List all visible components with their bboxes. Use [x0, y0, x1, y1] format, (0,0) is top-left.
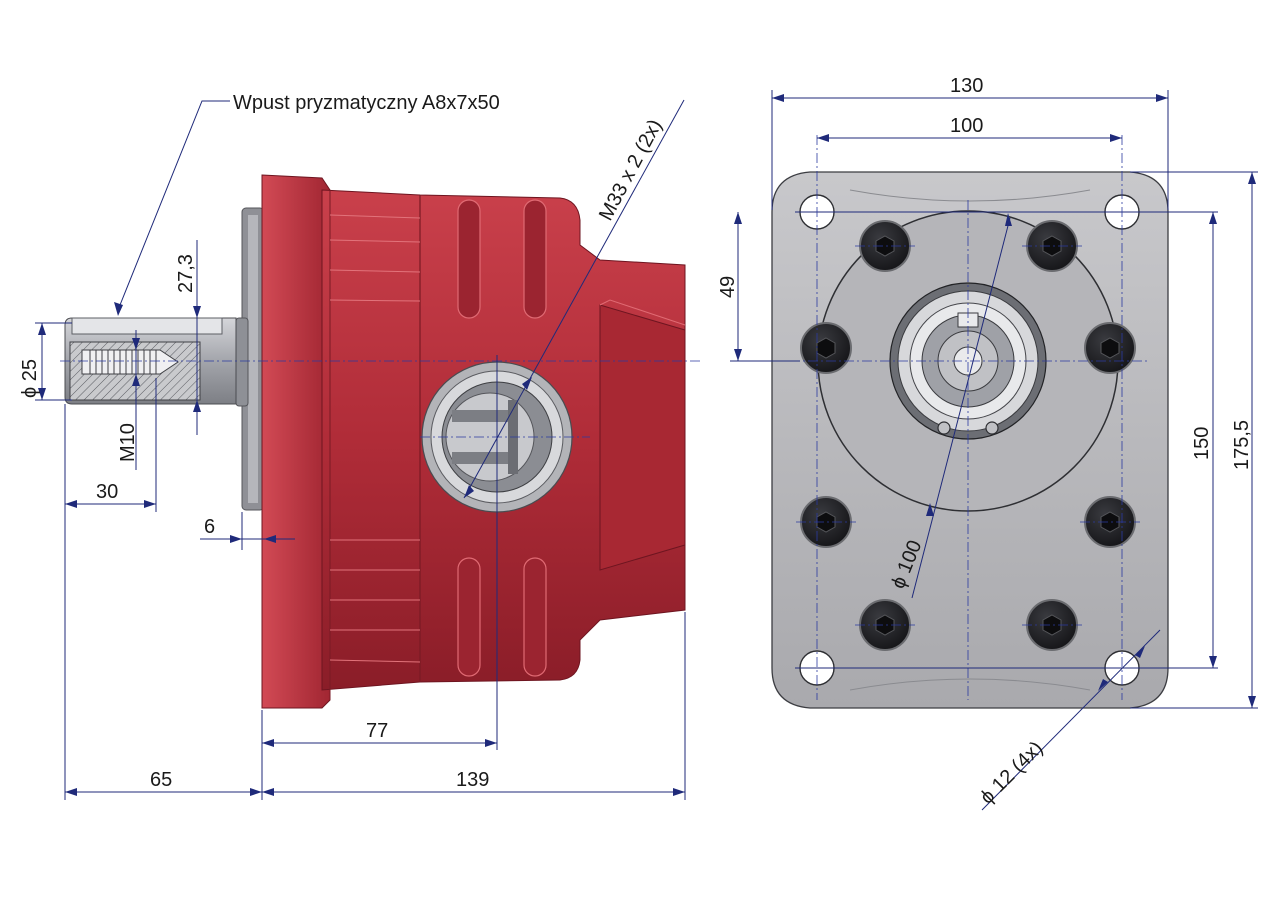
body-slot — [457, 557, 481, 677]
port-position-label: 77 — [366, 720, 388, 742]
key-spec-label: Wpust pryzmatyczny A8x7x50 — [233, 92, 500, 114]
body-slot — [457, 199, 481, 319]
bolt-heads — [800, 220, 1136, 651]
flange-height-label: 175,5 — [1231, 420, 1253, 470]
key-offset-label: 27,3 — [175, 254, 197, 293]
top-offset-label: 49 — [717, 276, 739, 298]
body-slot — [523, 199, 547, 319]
bolt-spacing-v-label: 150 — [1191, 427, 1213, 460]
port-thread-label: M33 x 2 (2x) — [595, 116, 667, 224]
front-view: 130 100 49 150 175,5 ϕ 100 ϕ 12 (4 — [717, 75, 1258, 811]
side-view: Wpust pryzmatyczny A8x7x50 M33 x 2 (2x) … — [19, 92, 700, 800]
body-slot — [523, 557, 547, 677]
red-flange — [261, 174, 331, 709]
bolt-spacing-h-label: 100 — [950, 115, 983, 137]
shaft-thread-label: M10 — [117, 423, 139, 462]
flange-width-label: 130 — [950, 75, 983, 97]
flange-step-label: 6 — [204, 516, 215, 538]
thread-depth-label: 30 — [96, 481, 118, 503]
shaft-key — [71, 317, 223, 335]
shaft-length-label: 65 — [150, 769, 172, 791]
hole-diameter-label: ϕ 12 (4x) — [976, 737, 1047, 808]
shaft-diameter-label: ϕ 25 — [19, 359, 41, 398]
threaded-hole — [81, 349, 179, 375]
body-length-label: 139 — [456, 769, 489, 791]
